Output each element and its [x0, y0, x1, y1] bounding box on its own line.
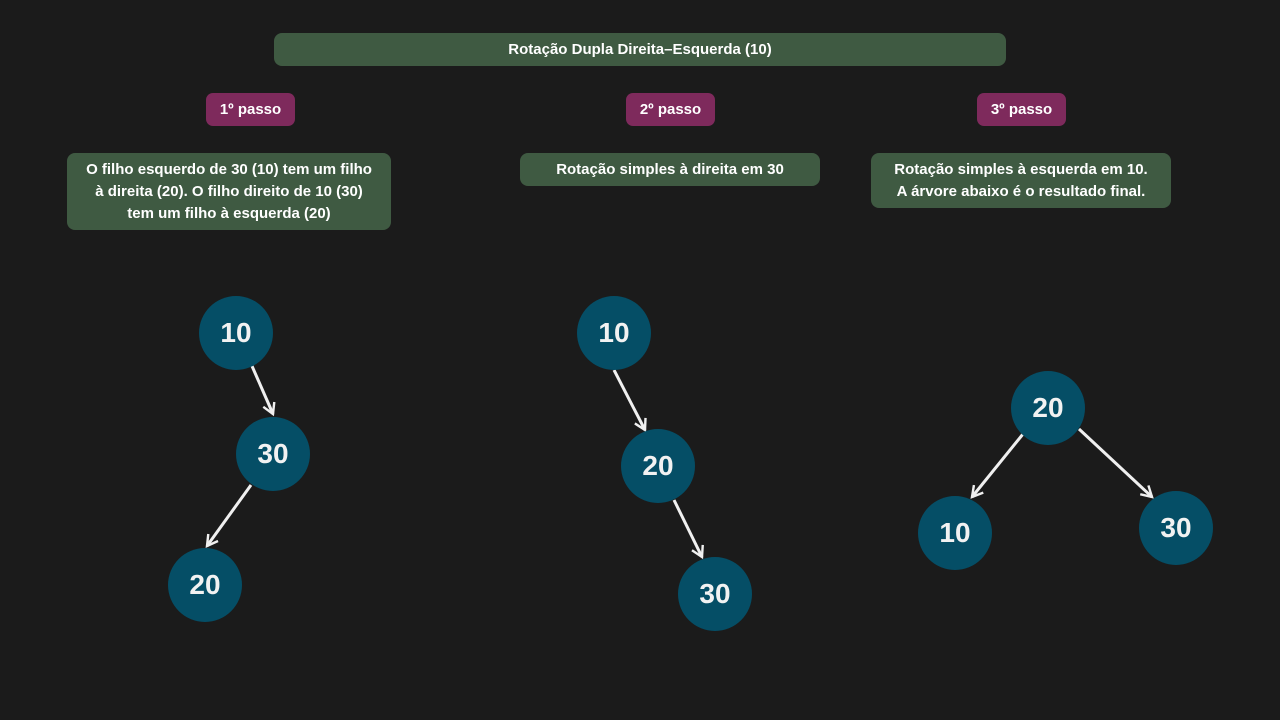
step-3-description: Rotação simples à esquerda em 10. A árvo… [871, 153, 1171, 208]
diagram-title: Rotação Dupla Direita–Esquerda (10) [274, 33, 1006, 66]
tree2-node-20: 20 [621, 429, 695, 503]
step-2-description: Rotação simples à direita em 30 [520, 153, 820, 186]
tree2-edge-20-30 [672, 499, 704, 560]
tree3-edge-20-30 [1077, 427, 1154, 499]
tree3-node-30: 30 [1139, 491, 1213, 565]
tree3-edge-20-10 [970, 433, 1025, 499]
tree3-node-10: 10 [918, 496, 992, 570]
tree1-edge-10-30 [250, 365, 276, 417]
tree1-node-20: 20 [168, 548, 242, 622]
tree2-node-10: 10 [577, 296, 651, 370]
step-2-label: 2º passo [626, 93, 715, 126]
step-3-label: 3º passo [977, 93, 1066, 126]
tree1-node-30: 30 [236, 417, 310, 491]
tree2-node-30: 30 [678, 557, 752, 631]
tree2-edge-10-20 [612, 369, 647, 433]
tree3-node-20: 20 [1011, 371, 1085, 445]
tree1-edge-30-20 [205, 484, 253, 548]
tree1-node-10: 10 [199, 296, 273, 370]
step-1-label: 1º passo [206, 93, 295, 126]
step-1-description: O filho esquerdo de 30 (10) tem um filho… [67, 153, 391, 230]
